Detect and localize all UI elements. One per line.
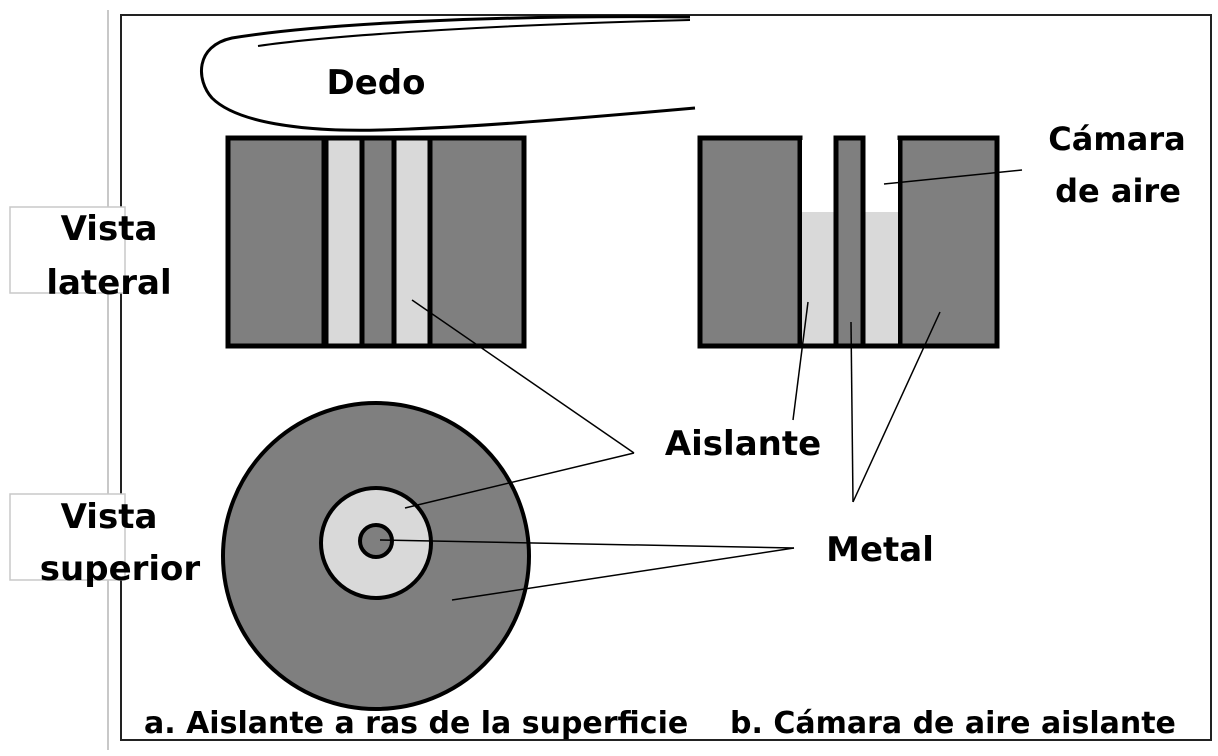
insulator-b-left (802, 212, 834, 344)
metal-label: Metal (826, 530, 934, 570)
leader-insulator-a-top (404, 452, 635, 509)
leader-metal-outer-b (852, 311, 941, 503)
metal-outer-left (225, 135, 327, 349)
insulator-right (391, 135, 433, 349)
top-view-label-box (9, 493, 126, 581)
side-view-label-line1: Vista (61, 209, 158, 249)
leader-air-chamber (883, 169, 1023, 185)
electrode-b-side-view (697, 135, 1000, 349)
caption-b: b. Cámara de aire aislante (730, 706, 1176, 741)
air-gap-right (865, 140, 898, 212)
leader-metal-center-top (379, 539, 795, 549)
side-view-label-line2: lateral (46, 263, 171, 303)
top-view-label-line2: superior (40, 549, 201, 589)
caption-a: a. Aislante a ras de la superficie (144, 706, 688, 741)
air-chamber-label-line1: Cámara (1048, 120, 1185, 158)
insulator-label: Aislante (665, 424, 821, 464)
air-chamber-label-line2: de aire (1055, 172, 1181, 210)
insulator-left (323, 135, 365, 349)
leader-metal-center-b (850, 321, 854, 503)
top-view-label-line1: Vista (61, 497, 158, 537)
leader-insulator-a-side (411, 299, 635, 454)
insulator-b-right (865, 212, 898, 344)
center-metal-disc (358, 523, 394, 559)
leader-lines (379, 169, 1023, 601)
electrode-a-side-view (225, 135, 527, 349)
finger-label: Dedo (327, 63, 426, 103)
electrode-top-view (221, 401, 531, 711)
metal-center-b (833, 135, 866, 349)
leader-insulator-b (792, 301, 809, 421)
leader-metal-outer-top (451, 547, 795, 601)
metal-outer-b (697, 135, 803, 349)
metal-outer-b-right (897, 135, 1000, 349)
finger-outline (199, 15, 696, 132)
diagram-frame (120, 14, 1212, 741)
air-gap-left (802, 140, 834, 212)
metal-center (359, 135, 397, 349)
metal-outer-right (427, 135, 527, 349)
finger-nail-line (257, 19, 691, 47)
side-view-label-box (9, 206, 126, 294)
